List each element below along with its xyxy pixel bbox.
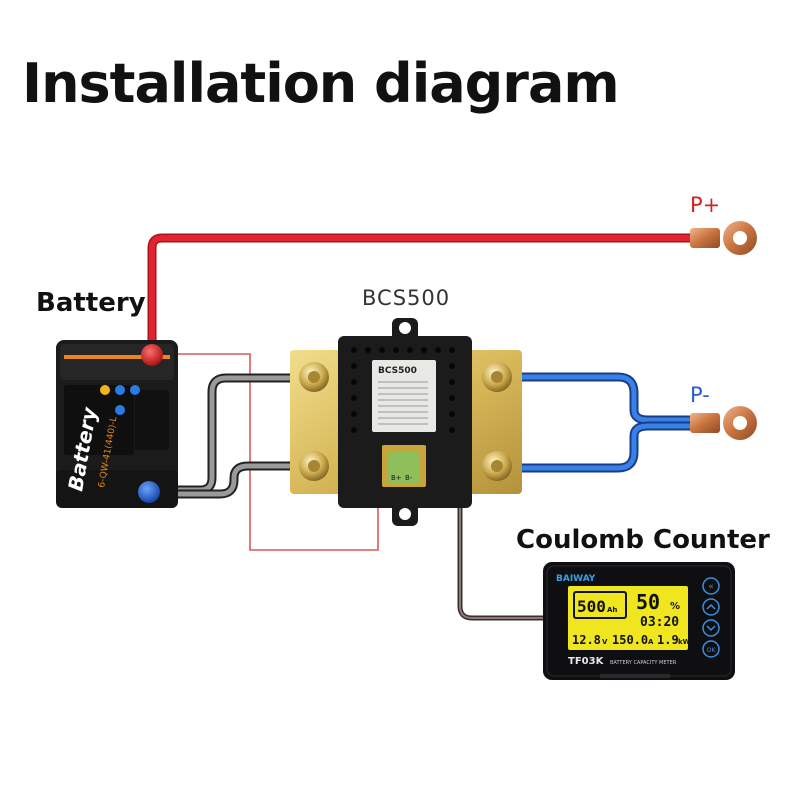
meter-model: TF03K bbox=[568, 656, 605, 667]
meter-up-button[interactable] bbox=[702, 598, 720, 616]
shunt-label: BCS500 bbox=[362, 286, 451, 310]
voltage-unit: V bbox=[602, 638, 608, 646]
negative-wire-upper bbox=[498, 372, 700, 425]
meter-subtitle: BATTERY CAPACITY METER bbox=[610, 660, 677, 666]
positive-terminal-label: P+ bbox=[690, 193, 721, 217]
meter-brand: BAIWAY bbox=[556, 574, 596, 584]
connector-pin-bminus: B- bbox=[405, 474, 413, 482]
coulomb-counter-label: Coulomb Counter bbox=[516, 525, 770, 555]
positive-ring-terminal bbox=[690, 221, 757, 255]
battery-label: Battery bbox=[36, 288, 146, 318]
double-chevron-left-icon: « bbox=[708, 582, 714, 592]
shunt-bolt bbox=[299, 451, 329, 481]
percent-unit: % bbox=[670, 601, 680, 612]
battery: Battery 6-QW-41(440)-L bbox=[56, 340, 178, 508]
shunt-brand-text: BCS500 bbox=[378, 366, 417, 376]
chevron-down-icon bbox=[706, 625, 716, 632]
voltage-value: 12.8 bbox=[572, 633, 601, 647]
percent-value: 50 bbox=[636, 590, 660, 614]
shunt-bolt bbox=[482, 451, 512, 481]
meter-down-button[interactable] bbox=[702, 619, 720, 637]
time-value: 03:20 bbox=[640, 615, 679, 630]
power-unit: kW bbox=[678, 638, 691, 646]
power-value: 1.9 bbox=[657, 633, 679, 647]
ok-button-label: OK bbox=[707, 647, 717, 654]
meter-back-button[interactable]: « bbox=[702, 577, 720, 595]
negative-ring-terminal bbox=[690, 406, 757, 440]
shunt-bolt bbox=[299, 362, 329, 392]
chevron-up-icon bbox=[706, 603, 716, 610]
shunt: BCS500 B+ B- bbox=[290, 318, 522, 526]
meter-ok-button[interactable]: OK bbox=[702, 640, 720, 658]
negative-wire-lower bbox=[498, 421, 700, 473]
lcd-screen bbox=[568, 586, 688, 650]
connector-pin-bplus: B+ bbox=[391, 474, 402, 482]
page-title: Installation diagram bbox=[22, 52, 620, 115]
battery-negative-terminal bbox=[138, 481, 160, 503]
current-unit: A bbox=[648, 638, 654, 646]
capacity-unit: Ah bbox=[607, 606, 617, 614]
shunt-bolt bbox=[482, 362, 512, 392]
negative-terminal-label: P- bbox=[690, 383, 710, 407]
coulomb-counter-meter: BAIWAY 500 Ah 50 % 03:20 12.8 V 150.0 A … bbox=[543, 562, 735, 680]
meter-vent bbox=[600, 674, 670, 678]
current-value: 150.0 bbox=[612, 633, 648, 647]
capacity-value: 500 bbox=[577, 597, 606, 616]
battery-positive-terminal bbox=[141, 344, 163, 366]
